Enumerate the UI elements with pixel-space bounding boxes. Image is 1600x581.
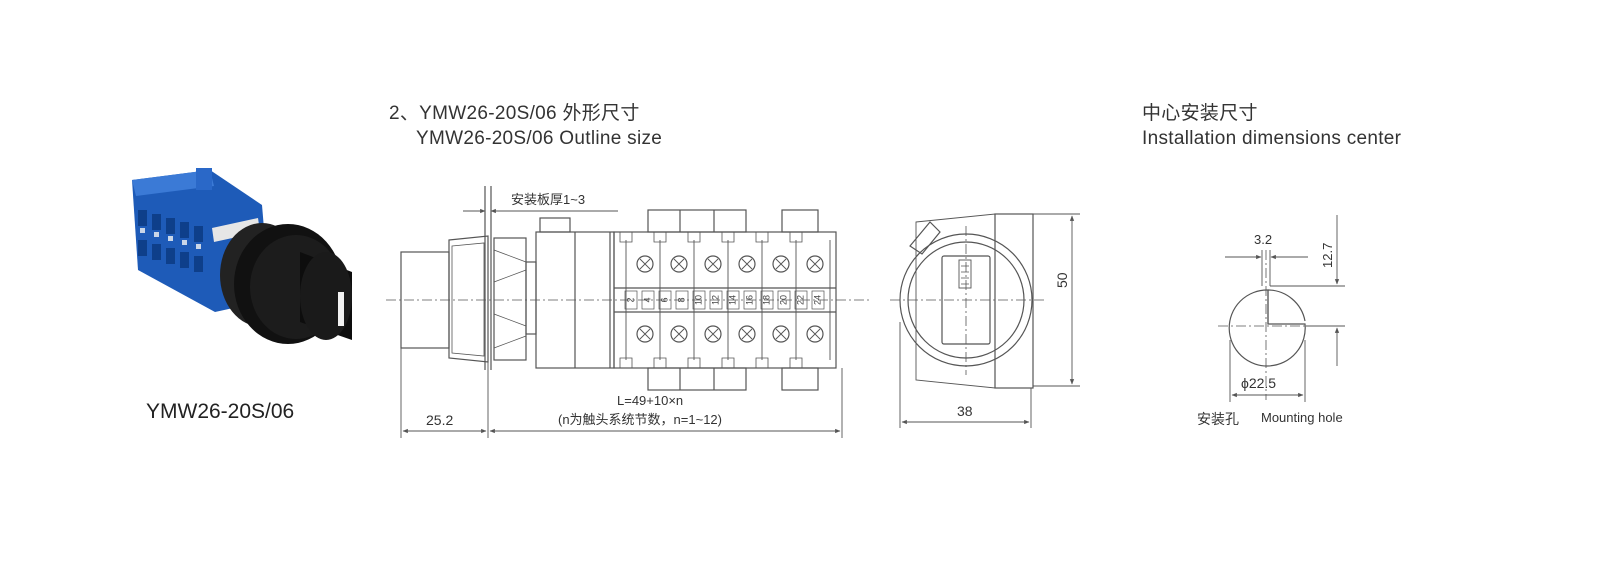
terminal-number-box <box>692 290 706 310</box>
terminal-number-box <box>658 290 672 310</box>
length-formula-label: L=49+10×n <box>617 393 684 408</box>
mounting-hole-drawing <box>1218 250 1345 400</box>
terminal-number: 22 <box>795 295 805 305</box>
outline-dimensions <box>400 208 843 438</box>
terminal-number-box <box>675 290 689 310</box>
outline-side-view <box>386 186 870 391</box>
outline-front-view <box>890 213 1045 389</box>
terminal-number-box <box>624 290 638 310</box>
terminal-number: 4 <box>642 297 652 302</box>
panel-thickness-label: 安装板厚1~3 <box>511 192 586 207</box>
terminal-number: 16 <box>744 295 754 305</box>
mounting-title-en: Installation dimensions center <box>1142 128 1402 149</box>
terminal-number: 12 <box>710 295 720 305</box>
terminal-number-box <box>794 290 808 310</box>
terminal-number: 8 <box>676 297 686 302</box>
dim-slot-label: 3.2 <box>1254 232 1273 247</box>
dim-width-label: 38 <box>957 403 973 419</box>
dim-front-label: 25.2 <box>426 412 454 428</box>
terminal-number-box <box>726 290 740 310</box>
outline-title-cn: 2、YMW26-20S/06 外形尺寸 <box>389 103 640 124</box>
mounting-hole-en: Mounting hole <box>1261 410 1343 425</box>
outline-title-en: YMW26-20S/06 Outline size <box>416 128 663 149</box>
terminal-number: 18 <box>761 295 771 305</box>
terminal-number-box <box>709 290 723 310</box>
mounting-title-cn: 中心安装尺寸 <box>1142 103 1258 124</box>
mounting-dimensions <box>1225 215 1345 402</box>
terminal-number: 2 <box>625 297 635 302</box>
terminal-number-box <box>811 290 825 310</box>
terminal-number: 20 <box>778 295 788 305</box>
terminal-number: 6 <box>659 297 669 302</box>
terminal-number-box <box>743 290 757 310</box>
front-dimensions <box>899 213 1080 428</box>
terminal-number-box <box>641 290 655 310</box>
terminal-screws <box>636 255 824 343</box>
terminal-number-box <box>760 290 774 310</box>
terminal-number-box <box>777 290 791 310</box>
terminal-number: 10 <box>693 295 703 305</box>
mounting-hole-cn: 安装孔 <box>1197 411 1239 427</box>
dim-diameter-label: ϕ22.5 <box>1241 375 1277 391</box>
terminal-number: 14 <box>727 295 737 305</box>
terminal-number: 24 <box>812 295 822 305</box>
product-model-label: YMW26-20S/06 <box>146 400 295 423</box>
switch-photo <box>132 168 352 344</box>
length-note-label: (n为触头系统节数，n=1~12) <box>558 412 722 427</box>
